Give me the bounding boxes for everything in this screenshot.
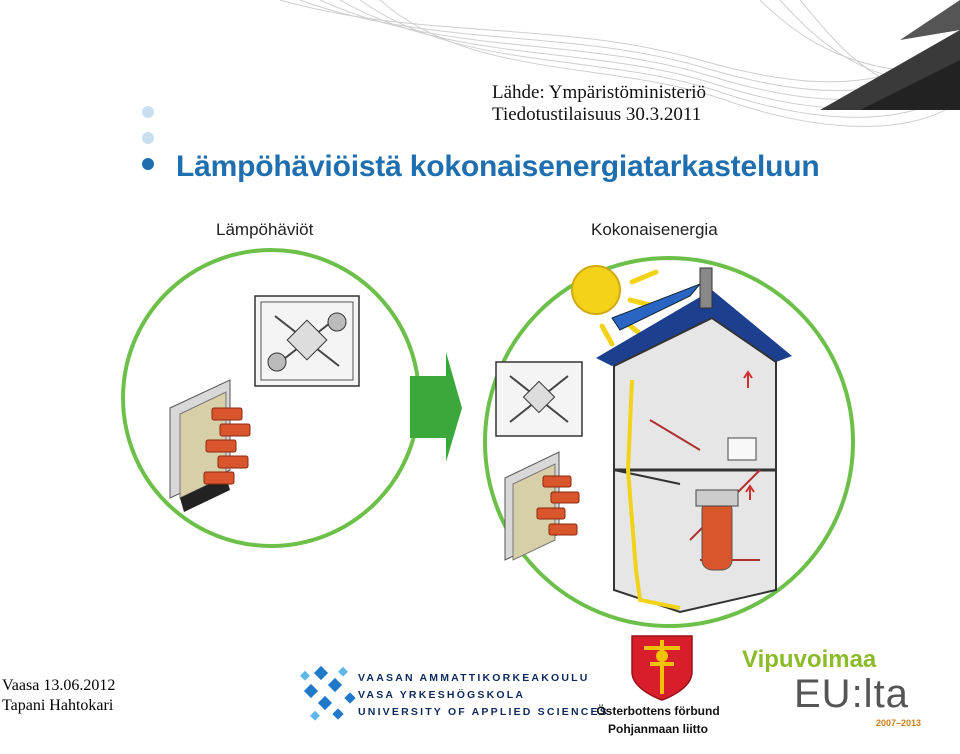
vipuvoimaa-logo-text: Vipuvoimaa — [742, 646, 877, 673]
bullet-list-markers — [142, 106, 154, 184]
source-citation: Lähde: Ympäristöministeriö Tiedotustilai… — [492, 82, 706, 126]
ventilation-unit-icon — [495, 361, 583, 437]
vamk-line-3: UNIVERSITY OF APPLIED SCIENCES — [358, 706, 609, 718]
wall-insulation-icon — [504, 451, 580, 561]
vamk-logo-icon — [300, 665, 356, 721]
left-column-label: Lämpöhäviöt — [216, 220, 314, 239]
source-line-1: Lähde: Ympäristöministeriö — [492, 82, 707, 103]
forbund-line-2: Pohjanmaan liitto — [607, 722, 708, 736]
right-circle — [483, 256, 855, 628]
footer-date-author: Vaasa 13.06.2012 Tapani Hahtokari — [2, 676, 115, 716]
slide-title: Lämpöhäviöistä kokonaisenergiatarkastelu… — [176, 150, 820, 183]
sun-icon — [571, 265, 659, 347]
eulta-years: 2007–2013 — [876, 718, 922, 728]
source-line-2: Tiedotustilaisuus 30.3.2011 — [492, 104, 702, 125]
ventilation-unit-icon — [254, 295, 360, 387]
eulta-logo-text: EU:lta — [794, 672, 909, 716]
house-icon — [596, 267, 792, 614]
wall-insulation-icon — [169, 379, 251, 512]
footer-author: Tapani Hahtokari — [2, 697, 114, 714]
bullet-marker-active — [142, 158, 154, 170]
bullet-marker — [142, 106, 154, 118]
vamk-logo-text: VAASAN AMMATTIKORKEAKOULU VASA YRKESHÖGS… — [358, 670, 609, 721]
left-circle — [121, 248, 421, 548]
footer-date: Vaasa 13.06.2012 — [2, 677, 116, 694]
forbund-logo-text: Österbottens förbund Pohjanmaan liitto — [596, 702, 720, 738]
vamk-line-1: VAASAN AMMATTIKORKEAKOULU — [358, 672, 590, 684]
green-arrow — [410, 352, 462, 462]
coat-of-arms-icon — [631, 635, 693, 701]
vamk-line-2: VASA YRKESHÖGSKOLA — [358, 689, 526, 701]
forbund-line-1: Österbottens förbund — [596, 704, 720, 718]
right-column-label: Kokonaisenergia — [591, 220, 718, 239]
bullet-marker — [142, 132, 154, 144]
